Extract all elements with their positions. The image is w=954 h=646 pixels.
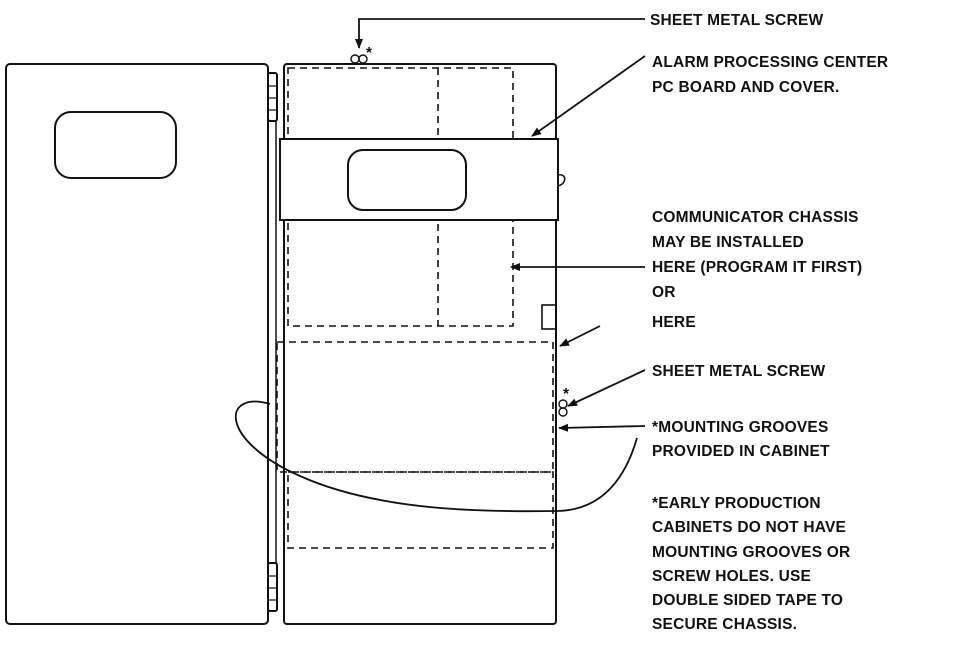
label-grooves: *MOUNTING GROOVES PROVIDED IN CABINET [652, 419, 833, 460]
label-top-screw: SHEET METAL SCREW [650, 12, 824, 29]
label-side-screw: SHEET METAL SCREW [652, 363, 826, 380]
side-latch [541, 304, 557, 330]
side-knob [557, 174, 566, 187]
apc-cover-window [347, 149, 467, 211]
side-screw-icon [558, 399, 568, 417]
top-screw-icon [350, 54, 368, 64]
side-screw-asterisk: * [563, 386, 570, 403]
leader-apc-board [531, 55, 646, 137]
door-hinge-bottom [267, 562, 278, 612]
door-window [54, 111, 177, 179]
cabinet-body [283, 63, 557, 625]
apc-board-cover [279, 138, 559, 221]
leader-top-screw [355, 18, 645, 49]
wire-loop [234, 400, 638, 513]
label-communicator: COMMUNICATOR CHASSIS MAY BE INSTALLED HE… [652, 209, 867, 331]
top-screw-asterisk: * [366, 45, 373, 62]
leader-side-screw [567, 369, 646, 407]
leader-communicator-lower [559, 325, 601, 347]
door-hinge-top [267, 72, 278, 122]
leader-grooves [558, 423, 646, 432]
label-early-production-note: *EARLY PRODUCTION CABINETS DO NOT HAVE M… [652, 495, 855, 633]
cabinet-door [5, 63, 269, 625]
label-apc-board: ALARM PROCESSING CENTER PC BOARD AND COV… [652, 54, 893, 96]
lower-chassis-area [276, 341, 554, 549]
